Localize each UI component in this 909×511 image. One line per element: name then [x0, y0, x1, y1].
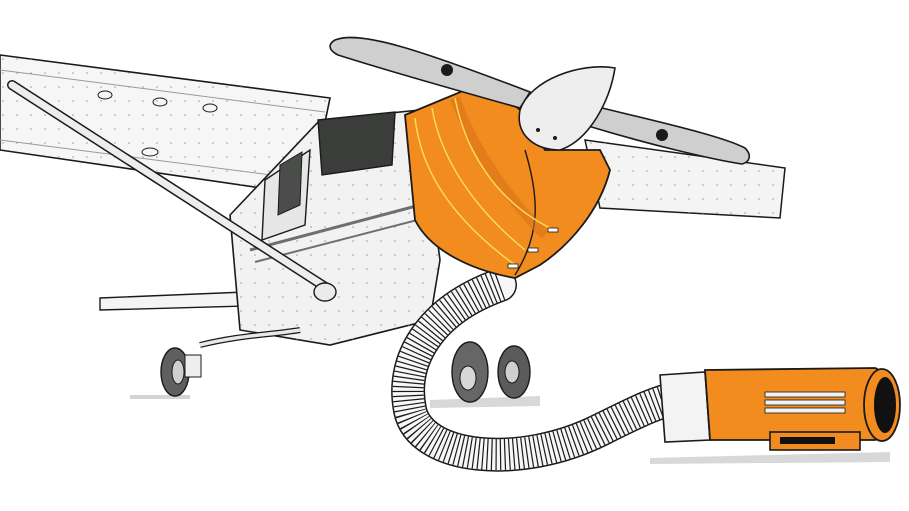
- heater-shadow: [650, 452, 890, 464]
- heater-inlet-ring: [659, 371, 711, 443]
- ground-shadows: [130, 395, 890, 464]
- portable-heater: [659, 367, 901, 451]
- nose-gear: [160, 327, 301, 397]
- blade-decal-left-icon: [441, 64, 453, 76]
- flex-duct-hose: [391, 268, 707, 472]
- main-gear-right: [451, 341, 531, 403]
- main-wheel-shadow: [430, 396, 540, 408]
- wing-strut: [7, 80, 337, 302]
- blade-decal-right-icon: [656, 129, 668, 141]
- horizontal-stabilizer: [99, 291, 249, 311]
- spinner: [518, 66, 616, 151]
- right-wing: [584, 139, 786, 219]
- propeller-blade-left: [329, 36, 532, 109]
- propeller: [329, 36, 751, 165]
- left-wing: [0, 54, 331, 196]
- fuselage: [229, 109, 441, 346]
- side-window: [277, 151, 303, 216]
- nose-wheel-shadow: [130, 395, 190, 399]
- windshield: [317, 111, 396, 176]
